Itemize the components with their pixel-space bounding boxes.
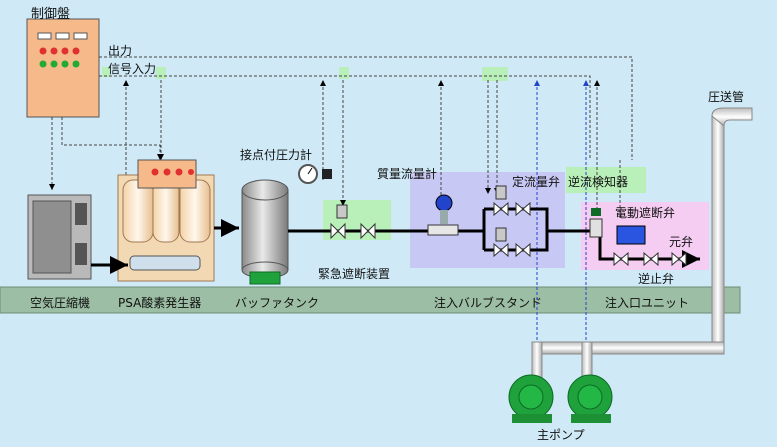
- pump-signal-lines: [534, 80, 589, 360]
- base-platform: [0, 286, 741, 314]
- pressure-pipe: [531, 107, 753, 383]
- main-pump-2: [567, 374, 613, 423]
- main-valve-label: 元弁: [669, 235, 694, 249]
- flow-control-valves: [493, 185, 531, 258]
- emergency-shutoff-label: 緊急遮断装置: [318, 267, 391, 281]
- buffer-tank: [241, 179, 289, 285]
- check-valve-label: 逆止弁: [638, 272, 675, 286]
- valve-stand-label: 注入バルブスタンド: [434, 296, 543, 310]
- pressure-gauge-label: 接点付圧力計: [240, 148, 313, 162]
- control-panel-lamps: [39, 47, 80, 68]
- inlet-unit-label: 注入口ユニット: [605, 296, 690, 310]
- signal-marker-1: [102, 67, 110, 77]
- signal-lines: [49, 56, 633, 220]
- backflow-detector-zone: [566, 167, 646, 193]
- inlet-unit-components: [589, 208, 687, 267]
- signal-marker-4: [482, 67, 508, 81]
- psa-oxygen-generator: [117, 159, 215, 282]
- air-compressor-label: 空気圧縮機: [30, 296, 91, 310]
- mass-flow-meter-icon: [427, 194, 459, 236]
- main-pump-label: 主ポンプ: [537, 428, 585, 442]
- buffer-tank-label: バッファタンク: [235, 296, 320, 310]
- output-label: 出力: [108, 44, 133, 58]
- signal-input-label: 信号入力: [108, 62, 157, 76]
- psa-generator-label: PSA酸素発生器: [118, 296, 202, 310]
- flow-control-valve-label: 定流量弁: [512, 175, 561, 189]
- main-pump-1: [508, 374, 554, 423]
- backflow-detector-label: 逆流検知器: [568, 175, 629, 189]
- motor-shutoff-valve-label: 電動遮断弁: [615, 206, 676, 220]
- signal-marker-2: [156, 67, 166, 79]
- mass-flow-meter-label: 質量流量計: [377, 167, 438, 181]
- pressure-pipe-label: 圧送管: [708, 90, 745, 104]
- air-compressor: [27, 194, 92, 280]
- signal-marker-3: [339, 67, 349, 79]
- emergency-shutoff-valves: [330, 204, 376, 240]
- pressure-gauge-icon: [298, 164, 332, 184]
- control-panel-label: 制御盤: [31, 7, 71, 22]
